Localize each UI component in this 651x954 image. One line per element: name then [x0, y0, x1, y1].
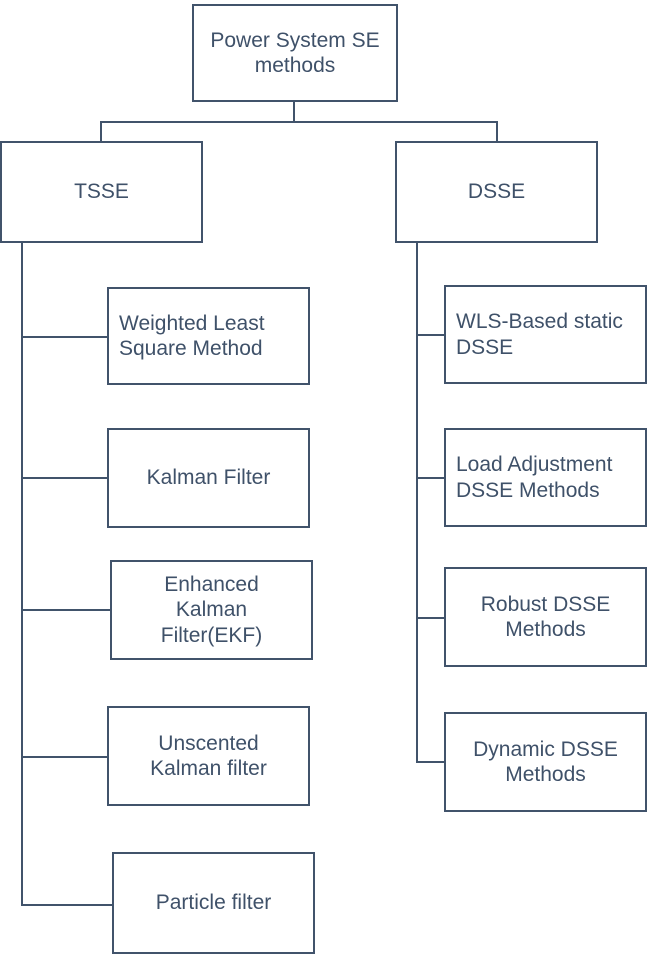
connector-tsse-to-unscented-kalman [21, 756, 109, 758]
node-robust-dsse[interactable]: Robust DSSE Methods [444, 567, 647, 667]
connector-root-bus [100, 121, 498, 123]
node-load-adjustment-dsse-label: Load Adjustment DSSE Methods [456, 453, 613, 502]
node-unscented-kalman[interactable]: Unscented Kalman filter [107, 706, 310, 806]
connector-tsse-trunk [21, 242, 23, 906]
connector-dsse-trunk [416, 242, 418, 763]
node-particle-filter-label: Particle filter [155, 891, 272, 915]
node-kalman-filter[interactable]: Kalman Filter [107, 428, 310, 528]
node-wls-static-dsse-label: WLS-Based static DSSE [456, 310, 623, 359]
connector-dsse-to-robust-dsse [416, 617, 446, 619]
node-wls-static-dsse[interactable]: WLS-Based static DSSE [444, 285, 647, 384]
node-wls-method-label: Weighted Least Square Method [119, 311, 265, 360]
node-kalman-filter-label: Kalman Filter [146, 466, 271, 490]
node-ekf-label: Enhanced Kalman Filter(EKF) [160, 573, 263, 647]
node-robust-dsse-label: Robust DSSE Methods [480, 592, 611, 641]
node-tsse-label: TSSE [74, 180, 129, 204]
connector-tsse-to-ekf [21, 609, 113, 611]
connector-root-stem [293, 100, 295, 123]
connector-root-to-dsse [496, 121, 498, 143]
node-tsse[interactable]: TSSE [0, 141, 203, 243]
node-ekf[interactable]: Enhanced Kalman Filter(EKF) [110, 560, 313, 660]
node-wls-method[interactable]: Weighted Least Square Method [107, 287, 310, 385]
connector-tsse-to-kalman-filter [21, 477, 109, 479]
node-root[interactable]: Power System SE methods [192, 4, 398, 102]
connector-tsse-to-wls-method [21, 336, 109, 338]
connector-dsse-to-dynamic-dsse [416, 761, 446, 763]
node-dsse-label: DSSE [467, 180, 526, 204]
node-unscented-kalman-label: Unscented Kalman filter [150, 731, 267, 780]
node-particle-filter[interactable]: Particle filter [112, 852, 315, 954]
node-dynamic-dsse[interactable]: Dynamic DSSE Methods [444, 712, 647, 812]
connector-tsse-to-particle-filter [21, 904, 114, 906]
node-dsse[interactable]: DSSE [395, 141, 598, 243]
connector-dsse-to-load-adjustment-dsse [416, 477, 446, 479]
node-root-label: Power System SE methods [210, 28, 380, 77]
node-load-adjustment-dsse[interactable]: Load Adjustment DSSE Methods [444, 428, 647, 527]
connector-root-to-tsse [100, 121, 102, 143]
node-dynamic-dsse-label: Dynamic DSSE Methods [473, 737, 618, 786]
connector-dsse-to-wls-static-dsse [416, 334, 446, 336]
